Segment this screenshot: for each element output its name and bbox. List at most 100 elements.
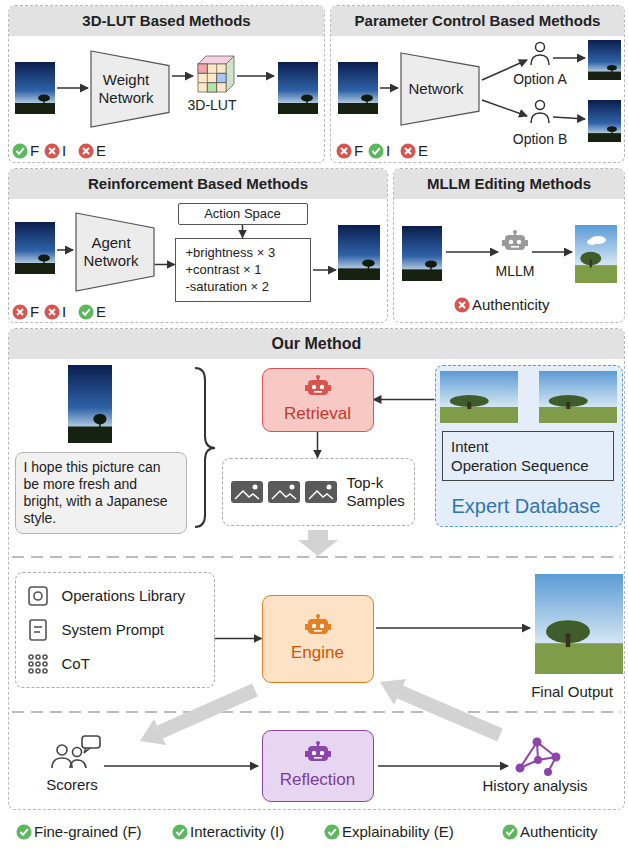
network-trapezoid: Network xyxy=(400,52,480,126)
person-icons xyxy=(531,55,549,65)
cross-mark xyxy=(49,148,55,154)
tool-label: System Prompt xyxy=(62,621,208,639)
arrows xyxy=(57,87,88,89)
cross-mark xyxy=(337,144,352,159)
cross-mark xyxy=(45,144,60,159)
person-icons xyxy=(536,101,545,110)
photos xyxy=(575,225,617,283)
legend-label: Authenticity xyxy=(520,823,598,841)
method-panel: I hope this picture can be more fresh an… xyxy=(8,328,625,810)
flow-arrow xyxy=(242,225,244,238)
history-icon xyxy=(517,765,524,772)
arrows xyxy=(237,75,274,77)
mllm-robot xyxy=(514,231,516,235)
method-panel: Weight Network 3D-LUT Based Methods xyxy=(8,5,325,163)
photos xyxy=(338,225,380,280)
check-mark xyxy=(373,148,380,154)
history-icon xyxy=(534,739,541,746)
robot-icon xyxy=(305,741,331,765)
arrows xyxy=(380,87,398,89)
robot-icon xyxy=(305,614,331,638)
arrows xyxy=(376,627,530,629)
lut-cube xyxy=(226,56,234,92)
photos xyxy=(402,226,442,281)
callout-label: Authenticity xyxy=(472,296,550,314)
cross-mark xyxy=(13,305,28,320)
tool-icon xyxy=(26,584,50,608)
agent-box: Reflection xyxy=(262,730,374,802)
cross-mark xyxy=(455,298,470,313)
callout-label: E xyxy=(418,142,428,160)
check-mark xyxy=(17,148,24,154)
field-label: Operation Sequence xyxy=(451,456,605,475)
cross-mark xyxy=(17,309,23,315)
network-trapezoid: Agent Network xyxy=(75,212,155,292)
method-panel: Network Parameter Control Based Methods xyxy=(330,5,625,163)
check-mark xyxy=(79,305,94,320)
agent-box: Engine xyxy=(262,595,374,683)
check-mark xyxy=(79,305,94,320)
panel-heading: Our Method xyxy=(9,329,624,359)
person-icons xyxy=(531,113,549,123)
network-trapezoid: Weight Network xyxy=(90,50,170,128)
cross-mark xyxy=(45,144,60,159)
panel-heading: Parameter Control Based Methods xyxy=(331,6,624,36)
lut-cube xyxy=(217,73,226,82)
scorers-icon xyxy=(52,736,100,768)
flow-arrows xyxy=(160,690,255,732)
photos xyxy=(535,574,623,674)
agent-label: Engine xyxy=(291,642,344,663)
agent-label: Retrieval xyxy=(284,403,351,424)
history-icon xyxy=(545,769,551,775)
check-mark xyxy=(17,825,32,840)
network-label: Network xyxy=(408,80,463,98)
cross-mark xyxy=(45,305,60,320)
cross-mark xyxy=(401,144,416,159)
flow-arrows xyxy=(400,692,500,735)
arrows xyxy=(446,251,498,253)
database-box: IntentOperation SequenceExpert Database xyxy=(435,365,623,527)
cross-mark xyxy=(83,148,89,154)
lut-cube xyxy=(198,82,226,83)
cross-mark xyxy=(13,305,28,320)
cross-mark xyxy=(455,298,470,313)
check-mark xyxy=(325,825,340,840)
callout-label: History analysis xyxy=(482,777,587,795)
lut-cube xyxy=(198,56,234,92)
cross-mark xyxy=(79,144,94,159)
check-mark xyxy=(507,829,514,835)
arrows xyxy=(57,249,73,251)
callout-label: MLLM xyxy=(496,262,535,280)
photos xyxy=(587,239,597,245)
person-icons xyxy=(536,43,545,52)
method-panel: Agent NetworkAction Space+brightness × 3… xyxy=(8,168,388,323)
check-mark xyxy=(13,144,28,159)
legend-label: Explainability (E) xyxy=(342,823,454,841)
callout-label: F xyxy=(354,142,363,160)
network-label: Agent Network xyxy=(80,234,143,270)
cross-mark xyxy=(401,144,416,159)
tool-icon xyxy=(26,618,50,642)
mllm-robot xyxy=(509,240,513,244)
cross-mark xyxy=(79,144,94,159)
database-label: Expert Database xyxy=(452,494,614,518)
arrows xyxy=(313,269,336,271)
cross-mark xyxy=(341,148,347,154)
agent-label: Reflection xyxy=(280,769,356,790)
robot-icon xyxy=(305,375,331,399)
callout-label: 3D-LUT xyxy=(187,96,236,114)
separators xyxy=(12,711,621,713)
separators xyxy=(12,556,621,558)
panel-heading: 3D-LUT Based Methods xyxy=(9,6,324,36)
photos xyxy=(15,62,55,114)
check-mark xyxy=(325,825,340,840)
check-mark xyxy=(21,829,28,835)
scorers-icon xyxy=(57,745,67,755)
photos xyxy=(278,62,318,114)
photos xyxy=(15,222,55,274)
action-space-box: Action Space xyxy=(178,203,308,225)
action-item: +contrast × 1 xyxy=(186,261,300,278)
cross-mark xyxy=(459,302,465,308)
flow-arrows xyxy=(140,530,500,745)
